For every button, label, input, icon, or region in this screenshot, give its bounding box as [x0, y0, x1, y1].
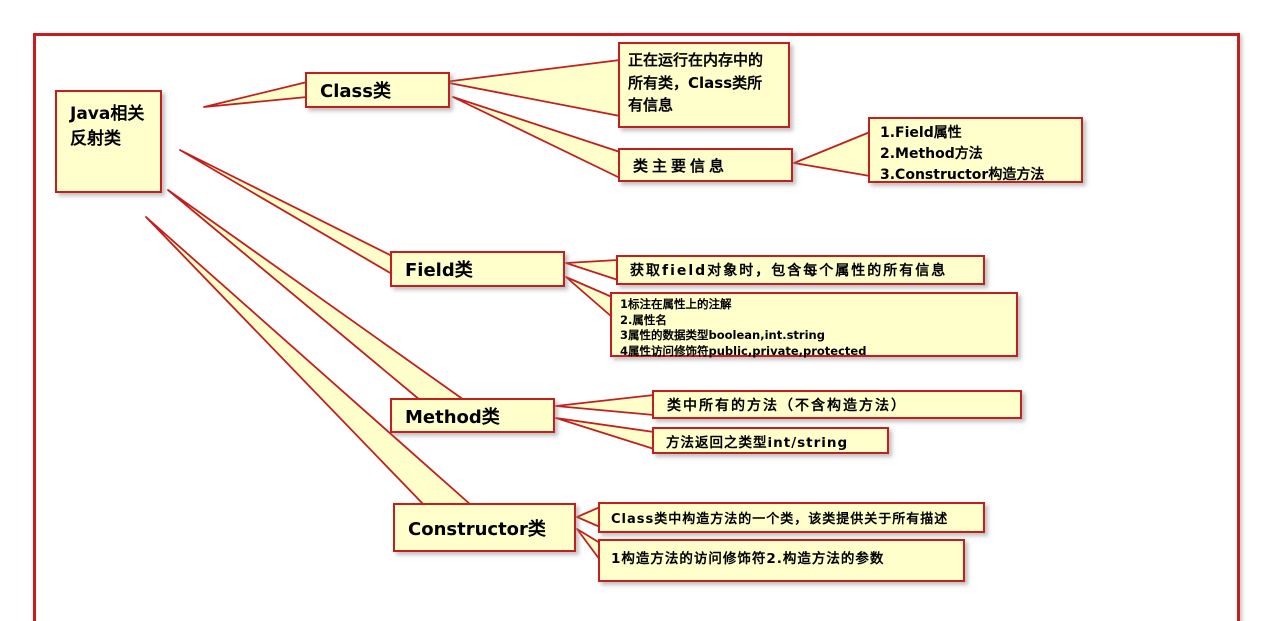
node-java-reflection-root: Java相关 反射类 [55, 90, 162, 193]
connector-constructor-to-ctor-desc [576, 506, 601, 528]
node-field-details-list: 1标注在属性上的注解 2.属性名 3属性的数据类型boolean,int.str… [610, 292, 1018, 358]
node-method-return-type: 方法返回之类型int/string [652, 427, 889, 454]
node-field-description: 获取field对象时，包含每个属性的所有信息 [616, 255, 985, 285]
node-constructor-description: Class类中构造方法的一个类，该类提供关于所有描述 [598, 502, 985, 533]
connector-class-to-class-desc [443, 59, 621, 117]
node-field: Field类 [390, 251, 565, 287]
node-method: Method类 [390, 398, 555, 433]
connector-root-to-class [203, 81, 308, 108]
node-class-members-list: 1.Field属性 2.Method方法 3.Constructor构造方法 [868, 117, 1083, 183]
node-class: Class类 [305, 72, 450, 108]
connector-field-to-field-desc [565, 259, 619, 281]
connector-main-info-to-members [793, 131, 871, 177]
node-class-description: 正在运行在内存中的 所有类，Class类所 有信息 [618, 42, 790, 128]
node-constructor-details: 1构造方法的访问修饰符2.构造方法的参数 [598, 539, 965, 582]
connector-field-to-field-details [565, 276, 613, 318]
connector-root-to-field [179, 149, 393, 275]
connector-constructor-to-ctor-details [576, 528, 601, 561]
connector-method-to-method-desc [555, 394, 655, 416]
node-constructor: Constructor类 [393, 503, 576, 552]
node-method-description: 类中所有的方法（不含构造方法） [652, 390, 1022, 419]
connector-method-to-method-return [555, 417, 655, 450]
outer-border-frame [33, 33, 1240, 621]
node-class-main-info: 类主要信息 [618, 148, 793, 182]
